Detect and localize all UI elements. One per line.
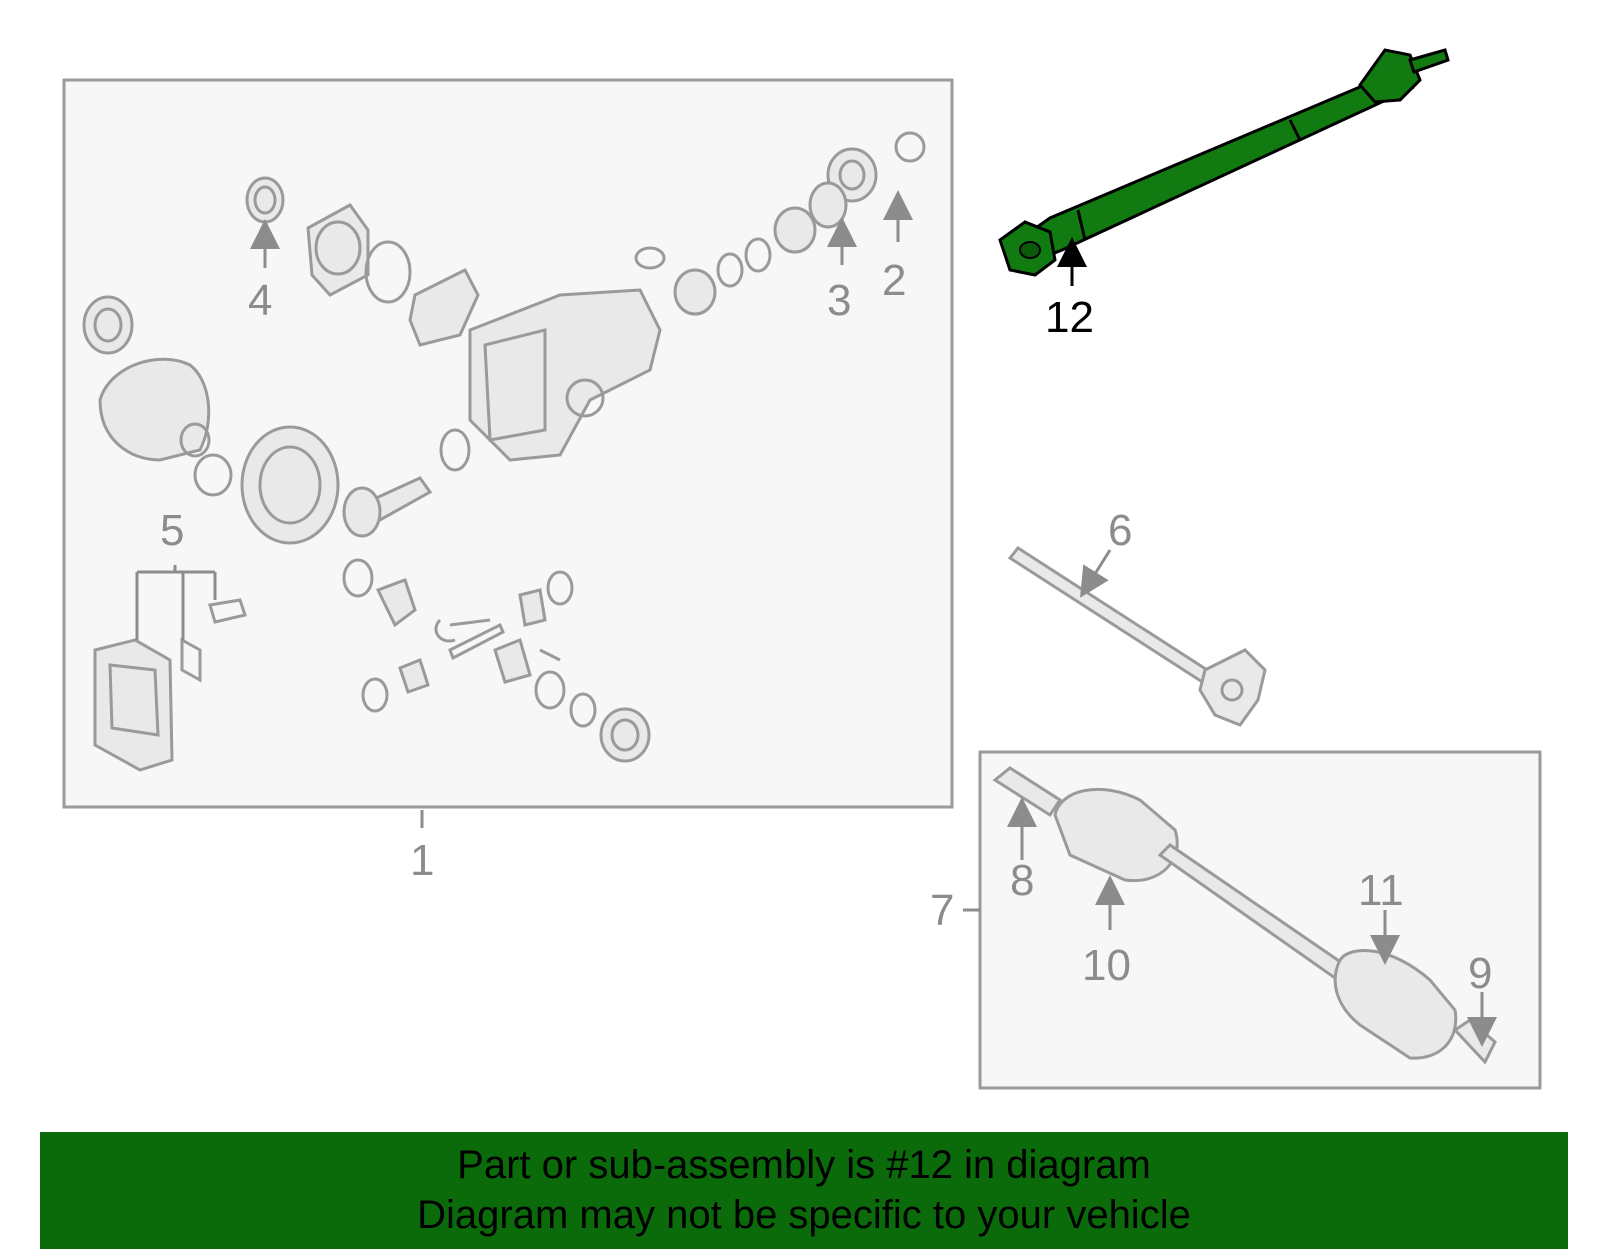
callout-2: 2 [882, 256, 906, 305]
leader-lines [135, 190, 1497, 1047]
callout-6: 6 [1108, 506, 1132, 555]
callout-8: 8 [1010, 856, 1034, 905]
callout-5: 5 [160, 506, 184, 555]
drive-shaft-part-12[interactable] [998, 48, 1450, 277]
callout-11: 11 [1358, 866, 1404, 915]
callout-3: 3 [827, 276, 851, 325]
callout-7: 7 [930, 886, 954, 935]
footer-banner: Part or sub-assembly is #12 in diagram D… [40, 1132, 1568, 1249]
footer-line-1: Part or sub-assembly is #12 in diagram [457, 1143, 1151, 1187]
differential-parts [82, 131, 926, 772]
callout-10: 10 [1082, 941, 1131, 990]
callout-9: 9 [1468, 949, 1492, 998]
callouts: 1 2 3 4 5 6 7 8 9 10 11 12 [160, 256, 1492, 998]
callout-4: 4 [248, 276, 272, 325]
cv-axle-parts [992, 766, 1497, 1065]
callout-12: 12 [1045, 293, 1094, 342]
axle-shaft-part-6 [1007, 546, 1267, 727]
callout-1: 1 [410, 836, 434, 885]
footer-line-2: Diagram may not be specific to your vehi… [417, 1193, 1191, 1237]
